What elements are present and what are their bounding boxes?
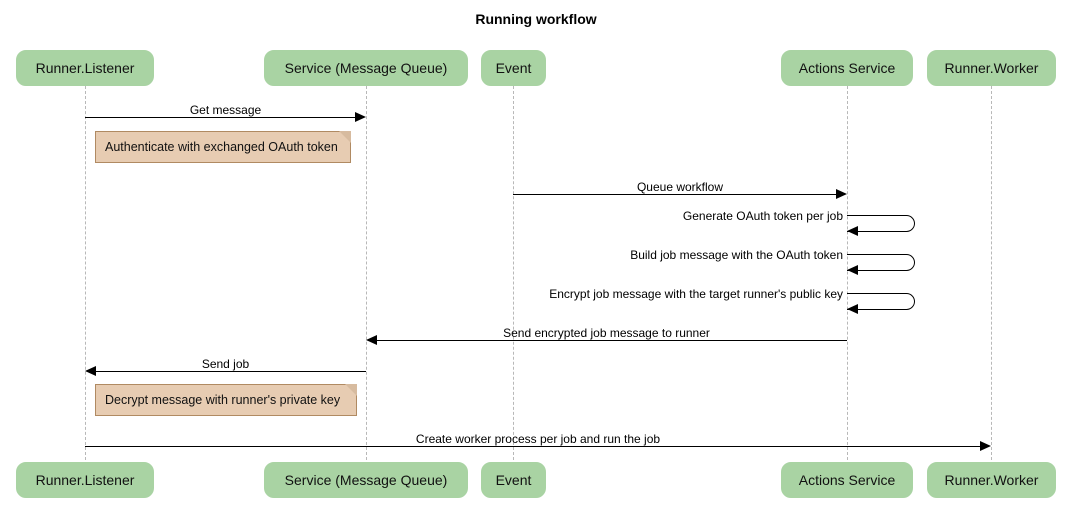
participant-service-message-queue-top[interactable]: Service (Message Queue) — [264, 50, 468, 86]
participant-actions-service-bottom[interactable]: Actions Service — [781, 462, 913, 498]
message-selfloop-encrypt-job-message — [847, 293, 915, 310]
arrowhead-send-encrypted-job-message — [366, 335, 377, 345]
arrowhead-encrypt-job-message — [847, 304, 858, 314]
message-line-get-message — [85, 117, 355, 118]
message-label-queue-workflow: Queue workflow — [636, 180, 724, 194]
message-label-get-message: Get message — [189, 103, 262, 117]
lifeline-runner-worker — [991, 86, 992, 460]
message-line-send-encrypted-job-message — [377, 340, 847, 341]
message-label-send-encrypted-job-message: Send encrypted job message to runner — [503, 326, 710, 340]
page-title: Running workflow — [475, 11, 597, 27]
message-selfloop-build-job-message — [847, 254, 915, 271]
participant-service-message-queue-bottom[interactable]: Service (Message Queue) — [264, 462, 468, 498]
message-label-generate-oauth-token: Generate OAuth token per job — [682, 209, 843, 223]
message-label-build-job-message: Build job message with the OAuth token — [630, 248, 843, 262]
participant-runner-worker-bottom[interactable]: Runner.Worker — [927, 462, 1056, 498]
arrowhead-queue-workflow — [836, 189, 847, 199]
lifeline-runner-listener — [85, 86, 86, 460]
participant-runner-worker-top[interactable]: Runner.Worker — [927, 50, 1056, 86]
message-label-create-worker-process: Create worker process per job and run th… — [415, 432, 661, 446]
note-fold-icon — [339, 131, 351, 143]
note-authenticate: Authenticate with exchanged OAuth token — [95, 131, 351, 163]
arrowhead-get-message — [355, 112, 366, 122]
message-label-encrypt-job-message: Encrypt job message with the target runn… — [549, 287, 843, 301]
message-line-create-worker-process — [85, 446, 980, 447]
message-line-queue-workflow — [513, 194, 836, 195]
lifeline-event — [513, 86, 514, 460]
participant-runner-listener-bottom[interactable]: Runner.Listener — [16, 462, 154, 498]
participant-event-top[interactable]: Event — [481, 50, 546, 86]
participant-event-bottom[interactable]: Event — [481, 462, 546, 498]
participant-runner-listener-top[interactable]: Runner.Listener — [16, 50, 154, 86]
note-fold-icon — [345, 384, 357, 396]
note-authenticate-label: Authenticate with exchanged OAuth token — [105, 140, 338, 154]
note-decrypt: Decrypt message with runner's private ke… — [95, 384, 357, 416]
arrowhead-send-job — [85, 366, 96, 376]
arrowhead-generate-oauth-token — [847, 226, 858, 236]
message-line-send-job — [96, 371, 366, 372]
note-decrypt-label: Decrypt message with runner's private ke… — [105, 393, 341, 407]
arrowhead-create-worker-process — [980, 441, 991, 451]
arrowhead-build-job-message — [847, 265, 858, 275]
message-selfloop-generate-oauth-token — [847, 215, 915, 232]
participant-actions-service-top[interactable]: Actions Service — [781, 50, 913, 86]
message-label-send-job: Send job — [201, 357, 250, 371]
lifeline-service-message-queue — [366, 86, 367, 460]
